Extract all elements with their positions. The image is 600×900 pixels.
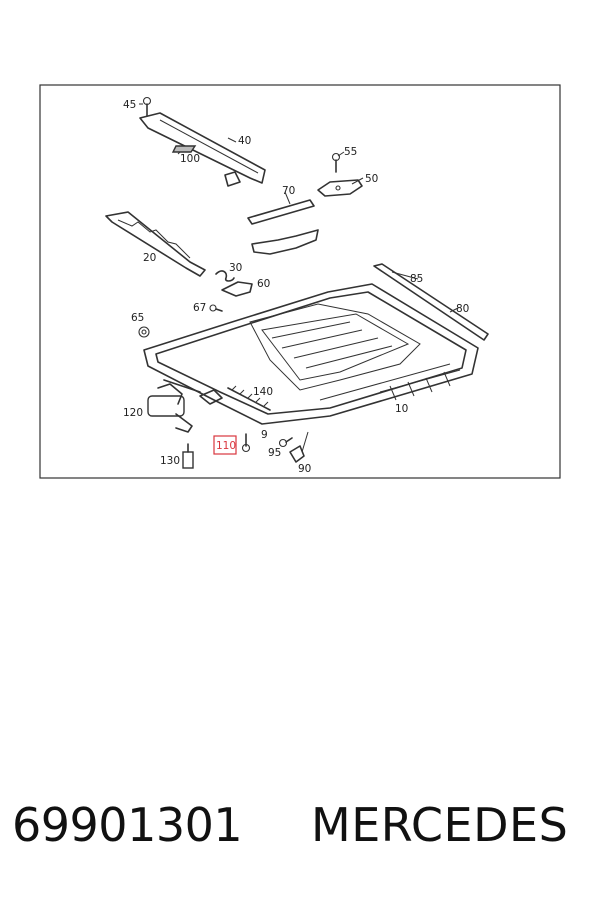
- part-100-pad: [171, 145, 197, 153]
- callout-label: 85: [410, 273, 423, 285]
- callout-label: 95: [268, 447, 281, 459]
- callout-label: 120: [123, 407, 143, 419]
- part-140-cable: [227, 385, 271, 411]
- callout-label: 90: [298, 463, 311, 475]
- part-85-seal-strip: [373, 263, 489, 341]
- callout-label: 20: [143, 252, 156, 264]
- part-40-guide-rail: [139, 112, 266, 187]
- callout-label-highlighted: 110: [216, 440, 236, 452]
- part-60-latch: [221, 281, 253, 297]
- caption: 69901301 MERCEDES: [0, 790, 600, 870]
- highlight-box: [213, 435, 237, 455]
- diagram-frame: [39, 84, 561, 479]
- part-95-screw: [278, 437, 293, 448]
- part-130-gear: [182, 443, 194, 469]
- part-9-bracket: [199, 389, 223, 405]
- part-number: 69901301: [12, 798, 243, 852]
- part-55-screw: [331, 152, 341, 173]
- parts-diagram: 45 40 100 55 50 70 20 30 60 67 85 80 65 …: [39, 84, 561, 479]
- callout-label: 50: [365, 173, 378, 185]
- callout-label: 40: [238, 135, 251, 147]
- callout-label: 30: [229, 262, 242, 274]
- part-65-grommet: [138, 326, 150, 338]
- part-20-cable-guide: [105, 211, 206, 277]
- callout-label: 130: [160, 455, 180, 467]
- part-30-clip: [215, 270, 235, 282]
- leader-lines: [139, 103, 459, 313]
- callout-label: 45: [123, 99, 136, 111]
- part-70-strip: [247, 199, 315, 225]
- part-10-frame-assembly: [143, 283, 479, 425]
- callout-label: 80: [456, 303, 469, 315]
- callout-label: 9: [261, 429, 268, 441]
- brand-name: MERCEDES: [311, 798, 569, 852]
- callout-label: 140: [253, 386, 273, 398]
- part-120-motor: [147, 379, 201, 433]
- callout-label: 55: [344, 146, 357, 158]
- part-90-clip: [289, 431, 309, 463]
- callout-label: 67: [193, 302, 206, 314]
- part-45-screw: [142, 96, 152, 117]
- bracket-plate: [251, 229, 319, 255]
- callout-label: 100: [180, 153, 200, 165]
- part-110-screw: [241, 433, 251, 453]
- callout-label: 65: [131, 312, 144, 324]
- part-50-bracket: [317, 179, 363, 197]
- callout-label: 60: [257, 278, 270, 290]
- part-67-screw: [209, 304, 223, 312]
- callout-label: 70: [282, 185, 295, 197]
- callout-label: 10: [395, 403, 408, 415]
